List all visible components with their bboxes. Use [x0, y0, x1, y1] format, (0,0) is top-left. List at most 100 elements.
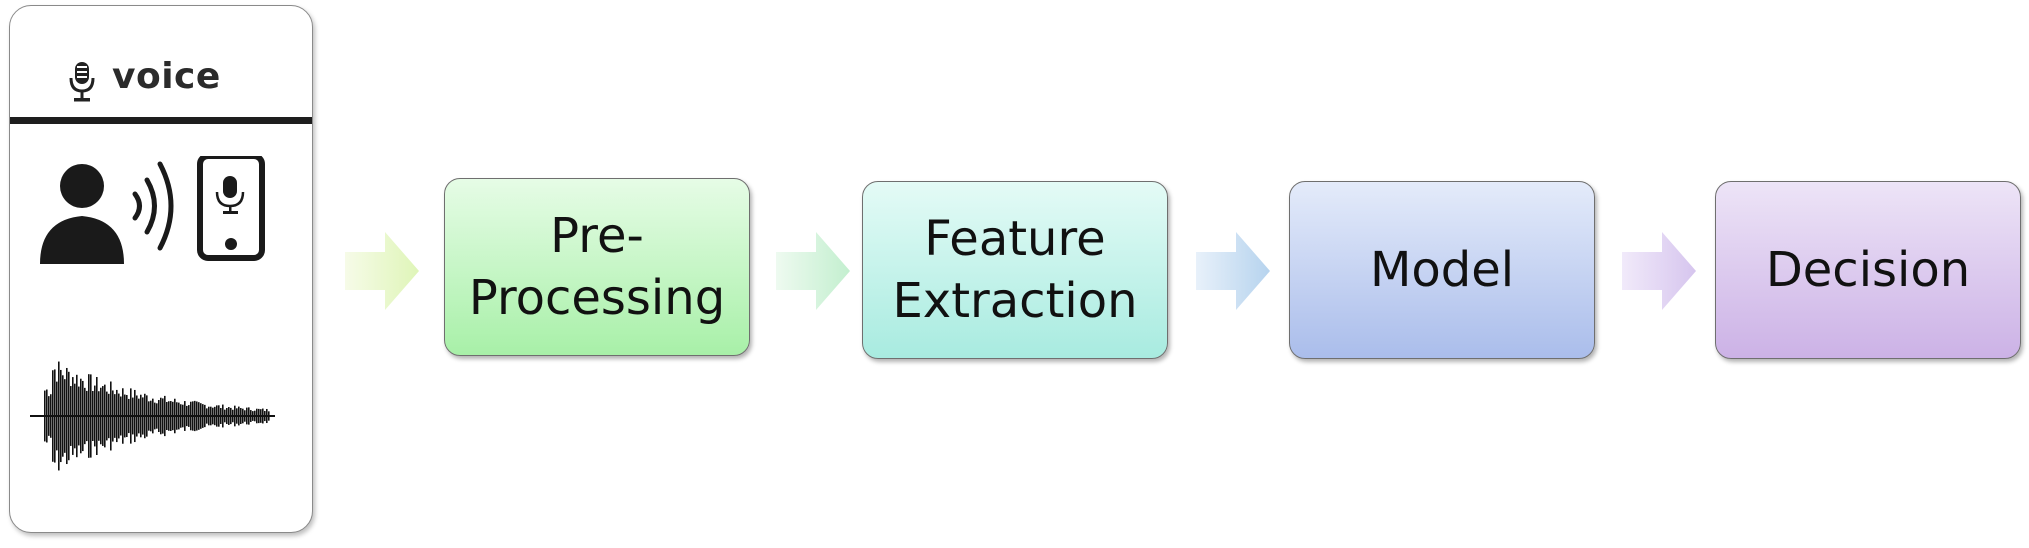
waveform-bar	[58, 361, 60, 471]
waveform-bar	[126, 394, 128, 438]
waveform-bar	[258, 408, 260, 424]
waveform-bar	[244, 410, 246, 422]
waveform-bar	[68, 371, 70, 461]
waveform-bar	[50, 394, 52, 438]
waveform-bar	[106, 391, 108, 441]
waveform-bar	[196, 401, 198, 431]
waveform-bar	[158, 399, 160, 433]
audio-waveform-icon	[30, 361, 275, 471]
waveform-bar	[152, 398, 154, 434]
waveform-bar	[208, 406, 210, 426]
microphone-icon	[69, 62, 95, 102]
waveform-bar	[176, 402, 178, 430]
waveform-bar	[80, 378, 82, 454]
waveform-bar	[240, 408, 242, 424]
waveform-bar	[136, 395, 138, 437]
waveform-bar	[226, 408, 228, 424]
waveform-bar	[124, 394, 126, 438]
waveform-bar	[248, 407, 250, 425]
step-decision: Decision	[1715, 181, 2021, 359]
waveform-bar	[102, 386, 104, 446]
waveform-bar	[266, 408, 268, 424]
waveform-bar	[262, 408, 264, 424]
step-feature-extraction: Feature Extraction	[862, 181, 1168, 359]
arrow-right-icon	[1196, 232, 1270, 310]
waveform-bar	[52, 370, 54, 462]
waveform-bar	[90, 374, 92, 458]
waveform-bar	[190, 401, 192, 431]
waveform-bar	[128, 398, 130, 434]
waveform-bar	[120, 396, 122, 436]
waveform-bar	[156, 403, 158, 429]
waveform-bar	[172, 401, 174, 431]
waveform-bar	[230, 407, 232, 425]
waveform-bar	[74, 383, 76, 449]
waveform-bar	[254, 410, 256, 422]
step-label: Model	[1369, 242, 1515, 298]
waveform-bar	[246, 407, 248, 425]
waveform-bar	[140, 394, 142, 438]
step-label: Feature Extraction	[892, 211, 1138, 329]
waveform-bar	[110, 381, 112, 451]
waveform-bar	[234, 405, 236, 427]
waveform-bar	[162, 398, 164, 434]
waveform-bar	[60, 369, 62, 463]
waveform-bar	[260, 409, 262, 423]
waveform-bar	[164, 395, 166, 437]
waveform-bar	[114, 394, 116, 438]
waveform-bar	[138, 398, 140, 434]
waveform-bar	[212, 407, 214, 425]
step-pre-processing: Pre- Processing	[444, 178, 750, 356]
waveform-bar	[210, 406, 212, 426]
waveform-bar	[84, 387, 86, 445]
waveform-bar	[198, 402, 200, 430]
waveform-bar	[264, 410, 266, 422]
waveform-bar	[100, 387, 102, 445]
waveform-bar	[202, 404, 204, 428]
waveform-bar	[92, 391, 94, 441]
waveform-bar	[144, 393, 146, 439]
waveform-bar	[216, 405, 218, 427]
waveform-bar	[44, 390, 46, 442]
arrow-right-icon	[776, 232, 850, 310]
sound-waves-icon	[132, 161, 174, 251]
waveform-bar	[232, 409, 234, 423]
voice-input-panel: voice	[9, 5, 313, 533]
waveform-bar	[250, 410, 252, 422]
arrow-right-icon	[345, 232, 419, 310]
waveform-bar	[148, 401, 150, 431]
waveform-bar	[218, 405, 220, 427]
waveform-bar	[186, 405, 188, 427]
waveform-bar	[194, 400, 196, 432]
waveform-bar	[228, 407, 230, 425]
waveform-bar	[54, 369, 56, 463]
waveform-bar	[122, 388, 124, 444]
waveform-bar	[66, 367, 68, 465]
waveform-bar	[252, 411, 254, 421]
waveform-bar	[98, 391, 100, 441]
waveform-bar	[132, 397, 134, 435]
person-icon	[40, 164, 124, 264]
waveform-bar	[150, 400, 152, 432]
step-label: Pre- Processing	[468, 208, 726, 326]
waveform-bar	[146, 395, 148, 437]
waveform-bar	[214, 406, 216, 426]
waveform-bar	[220, 408, 222, 424]
waveform-bar	[78, 386, 80, 446]
waveform-bar	[48, 396, 50, 436]
waveform-bar	[56, 381, 58, 451]
step-label: Decision	[1765, 242, 1971, 298]
waveform-bar	[184, 401, 186, 431]
waveform-bar	[268, 411, 270, 421]
waveform-bar	[188, 405, 190, 427]
waveform-bar	[112, 390, 114, 442]
waveform-bar	[94, 385, 96, 447]
panel-divider	[10, 117, 312, 124]
waveform-bar	[174, 398, 176, 434]
waveform-bar	[142, 397, 144, 435]
voice-title: voice	[112, 56, 221, 97]
waveform-bar	[96, 377, 98, 455]
waveform-bar	[168, 401, 170, 431]
waveform-bar	[86, 390, 88, 442]
panel-header: voice	[10, 6, 312, 116]
